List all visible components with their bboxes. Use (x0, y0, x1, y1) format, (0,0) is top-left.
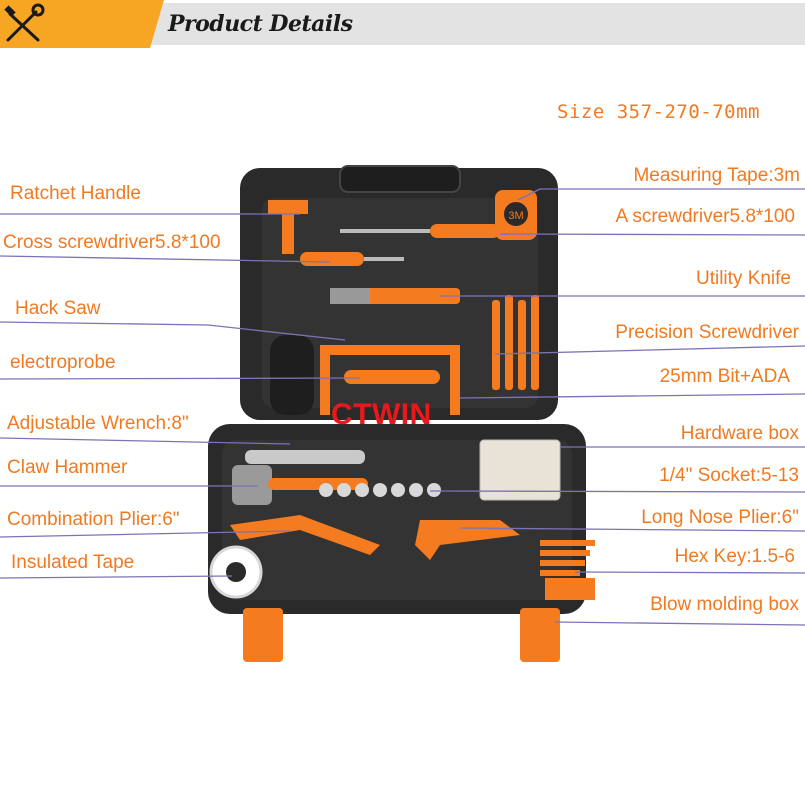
label-bit-ada: 25mm Bit+ADA (659, 366, 790, 387)
latch-right (520, 608, 560, 662)
label-hack-saw: Hack Saw (15, 298, 101, 319)
label-utility-knife: Utility Knife (695, 268, 791, 289)
hack-saw (320, 345, 460, 415)
hex-keys (540, 540, 595, 600)
label-combination-plier: Combination Plier:6" (7, 509, 180, 530)
size-text: Size 357-270-70mm (557, 101, 760, 123)
callout-lines (0, 188, 805, 626)
hardware-box (479, 439, 561, 501)
label-blow-molding-box: Blow molding box (650, 594, 799, 615)
cross-screwdriver (300, 252, 364, 266)
header-orange-tab (0, 0, 164, 48)
sockets (319, 483, 441, 497)
page-title: Product Details (168, 11, 353, 37)
header-bar: Product Details (0, 0, 805, 48)
label-measuring-tape: Measuring Tape:3m (633, 165, 800, 186)
tape-label: 3M (508, 210, 523, 222)
electroprobe (344, 370, 440, 384)
label-insulated-tape: Insulated Tape (11, 552, 135, 573)
precision-screwdrivers (492, 295, 539, 390)
label-long-nose-plier: Long Nose Plier:6" (641, 507, 799, 528)
claw-hammer (232, 465, 272, 505)
brand-watermark: CTWIN (331, 398, 432, 431)
label-adjustable-wrench: Adjustable Wrench:8" (7, 413, 189, 434)
a-screwdriver (430, 224, 500, 238)
toolbox-handle (339, 165, 461, 193)
tools-icon (4, 3, 45, 42)
latch-left (243, 608, 283, 662)
label-hex-key: Hex Key:1.5-6 (674, 546, 795, 567)
label-ratchet-handle: Ratchet Handle (10, 183, 141, 204)
combination-plier (230, 515, 380, 555)
label-socket: 1/4" Socket:5-13 (659, 465, 799, 486)
label-hardware-box: Hardware box (680, 423, 799, 444)
label-electroprobe: electroprobe (10, 352, 116, 373)
label-a-screwdriver: A screwdriver5.8*100 (615, 206, 795, 227)
label-precision-screwdriver: Precision Screwdriver (615, 322, 799, 343)
label-cross-screwdriver: Cross screwdriver5.8*100 (3, 232, 221, 253)
long-nose-plier (415, 520, 520, 560)
electroprobe-holder (270, 335, 314, 415)
label-claw-hammer: Claw Hammer (7, 457, 128, 478)
adjustable-wrench (245, 450, 365, 464)
